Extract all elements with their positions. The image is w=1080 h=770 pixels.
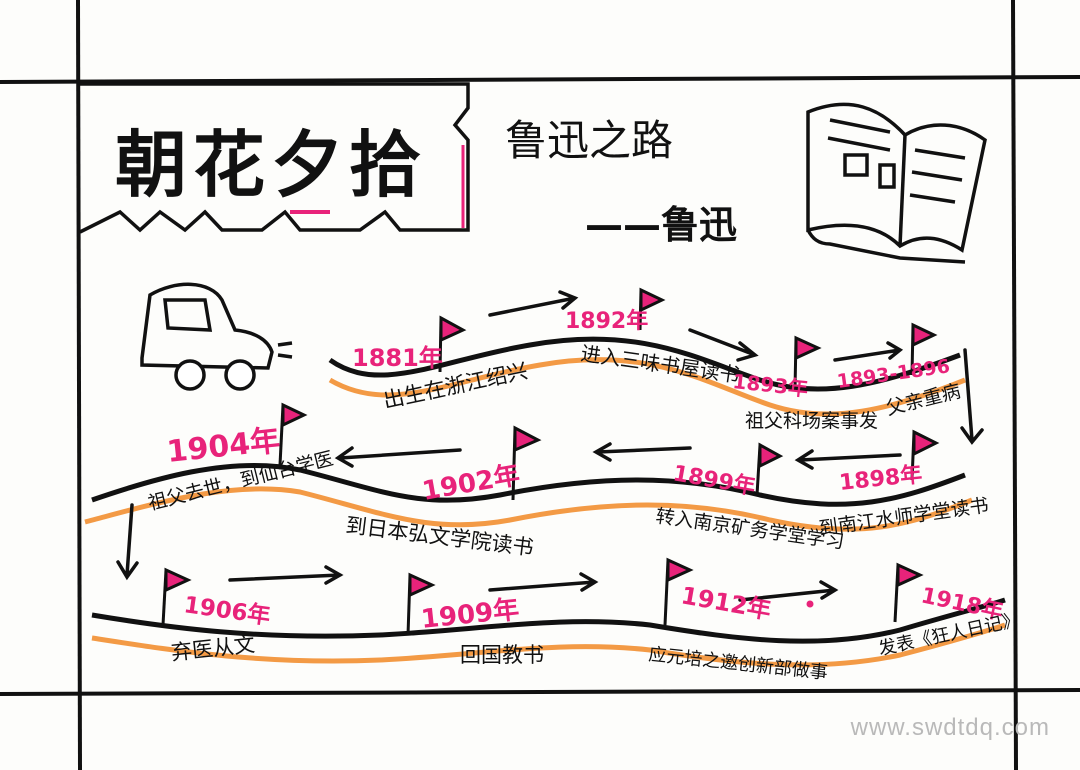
flag-icon	[438, 315, 467, 373]
year-label: 1898年	[838, 461, 923, 496]
subtitle: 鲁迅之路	[505, 116, 673, 165]
event-label: 应元培之邀创新部做事	[647, 644, 828, 684]
year-label: 1906年	[182, 591, 272, 630]
event-label: 祖父科场案事发	[745, 410, 878, 432]
flag-icon	[278, 402, 308, 466]
year-label: 1904年	[165, 423, 282, 470]
road-row-2	[84, 462, 973, 532]
event-label: 父亲重病	[884, 380, 963, 420]
flags	[161, 287, 940, 636]
flag-icon	[406, 572, 436, 636]
year-label: 1899年	[671, 460, 757, 500]
road-row-1	[328, 336, 966, 417]
title-box: 朝花夕拾	[79, 82, 470, 234]
flag-icon	[793, 335, 822, 391]
car-icon	[140, 282, 293, 391]
pink-dot	[806, 600, 814, 608]
event-label: 回国教书	[460, 643, 544, 667]
event-label: 转入南京矿务学堂学习	[654, 505, 845, 553]
year-label: 1881年	[352, 344, 443, 372]
year-label: 1892年	[565, 308, 648, 334]
author: ——鲁迅	[585, 203, 737, 247]
year-label: 1909年	[419, 594, 520, 635]
flag-icon	[755, 442, 784, 496]
event-label: 弃医从文	[170, 632, 256, 665]
flag-icon	[910, 322, 938, 376]
road-row-3	[91, 597, 1006, 668]
watermark: www.swdtdq.com	[850, 714, 1050, 741]
flag-icon	[910, 429, 940, 481]
flag-icon	[161, 567, 192, 626]
direction-arrows	[116, 290, 984, 602]
year-label: 1912年	[679, 581, 773, 624]
page-title: 朝花夕拾	[115, 122, 427, 207]
flag-icon	[663, 557, 694, 626]
flag-icon	[638, 287, 666, 331]
open-book-icon	[806, 102, 987, 264]
flag-icon	[511, 425, 542, 501]
flag-icon	[893, 562, 924, 623]
